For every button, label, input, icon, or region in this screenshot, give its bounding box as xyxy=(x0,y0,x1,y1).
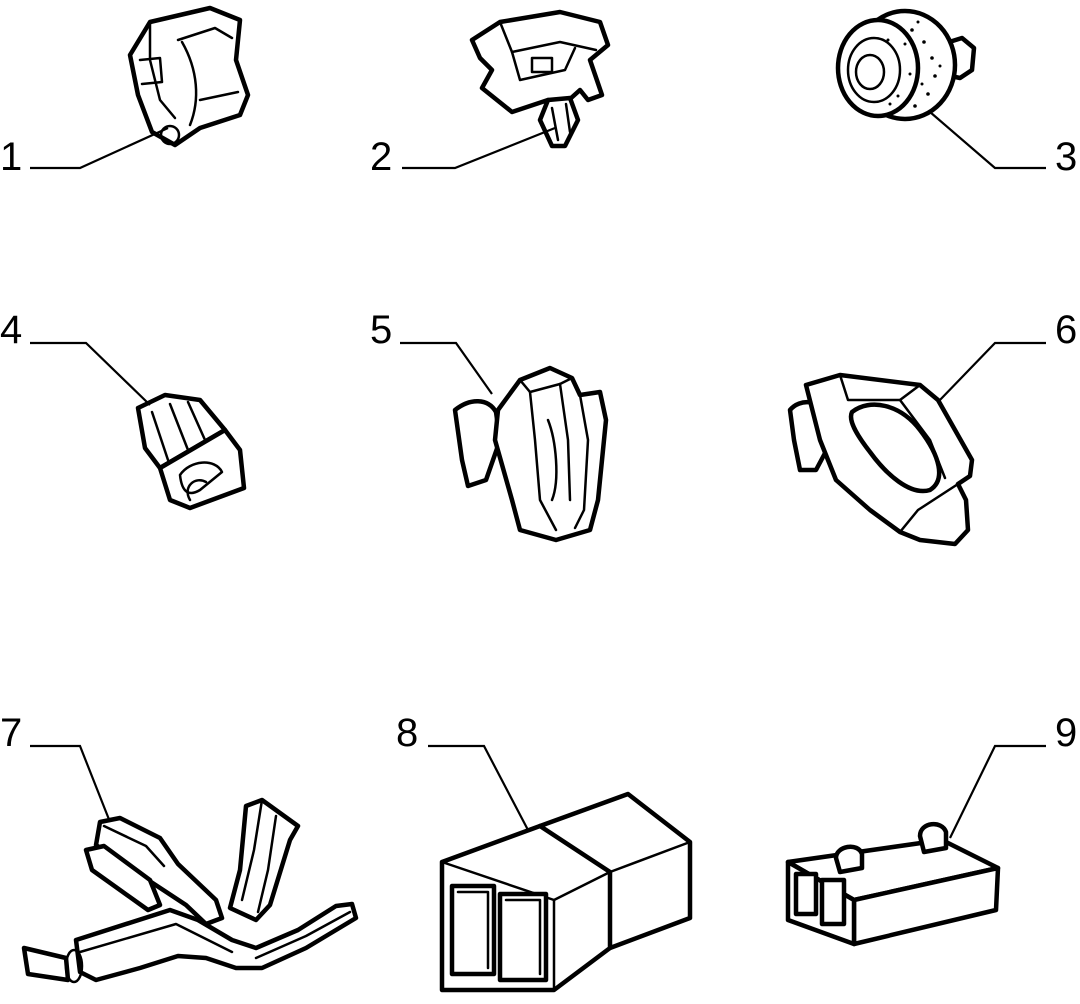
part-7-bracket-clip xyxy=(21,797,359,984)
callout-6: 6 xyxy=(1055,308,1077,352)
part-9-connector-small xyxy=(785,822,1001,947)
callout-3: 3 xyxy=(1055,135,1077,179)
leader-line-9 xyxy=(949,744,1046,839)
part-2-push-clip xyxy=(469,9,611,149)
leader-lines xyxy=(30,111,1046,839)
callout-1: 1 xyxy=(0,135,22,179)
leader-line-8 xyxy=(428,744,529,831)
leader-line-3 xyxy=(929,111,1046,170)
part-4-plastic-rivet xyxy=(135,392,247,511)
part-6-loop-clip xyxy=(787,372,975,547)
callout-4: 4 xyxy=(0,308,22,352)
callout-7: 7 xyxy=(0,711,22,755)
callout-5: 5 xyxy=(370,308,392,352)
leader-line-1 xyxy=(30,126,169,170)
leader-line-6 xyxy=(937,341,1046,403)
callout-2: 2 xyxy=(370,135,392,179)
callout-8: 8 xyxy=(396,711,418,755)
leader-line-7 xyxy=(30,744,112,823)
leader-line-2 xyxy=(402,126,556,170)
leader-line-4 xyxy=(30,341,151,406)
part-1-cable-clip xyxy=(127,5,251,148)
callout-9: 9 xyxy=(1055,711,1077,755)
part-3-grommet xyxy=(835,8,977,122)
callout-numbers: 1 2 3 4 5 6 7 8 9 xyxy=(0,135,1077,755)
leader-line-5 xyxy=(400,341,493,395)
part-5-routing-clip xyxy=(452,365,609,543)
part-8-connector-housing xyxy=(439,791,693,993)
